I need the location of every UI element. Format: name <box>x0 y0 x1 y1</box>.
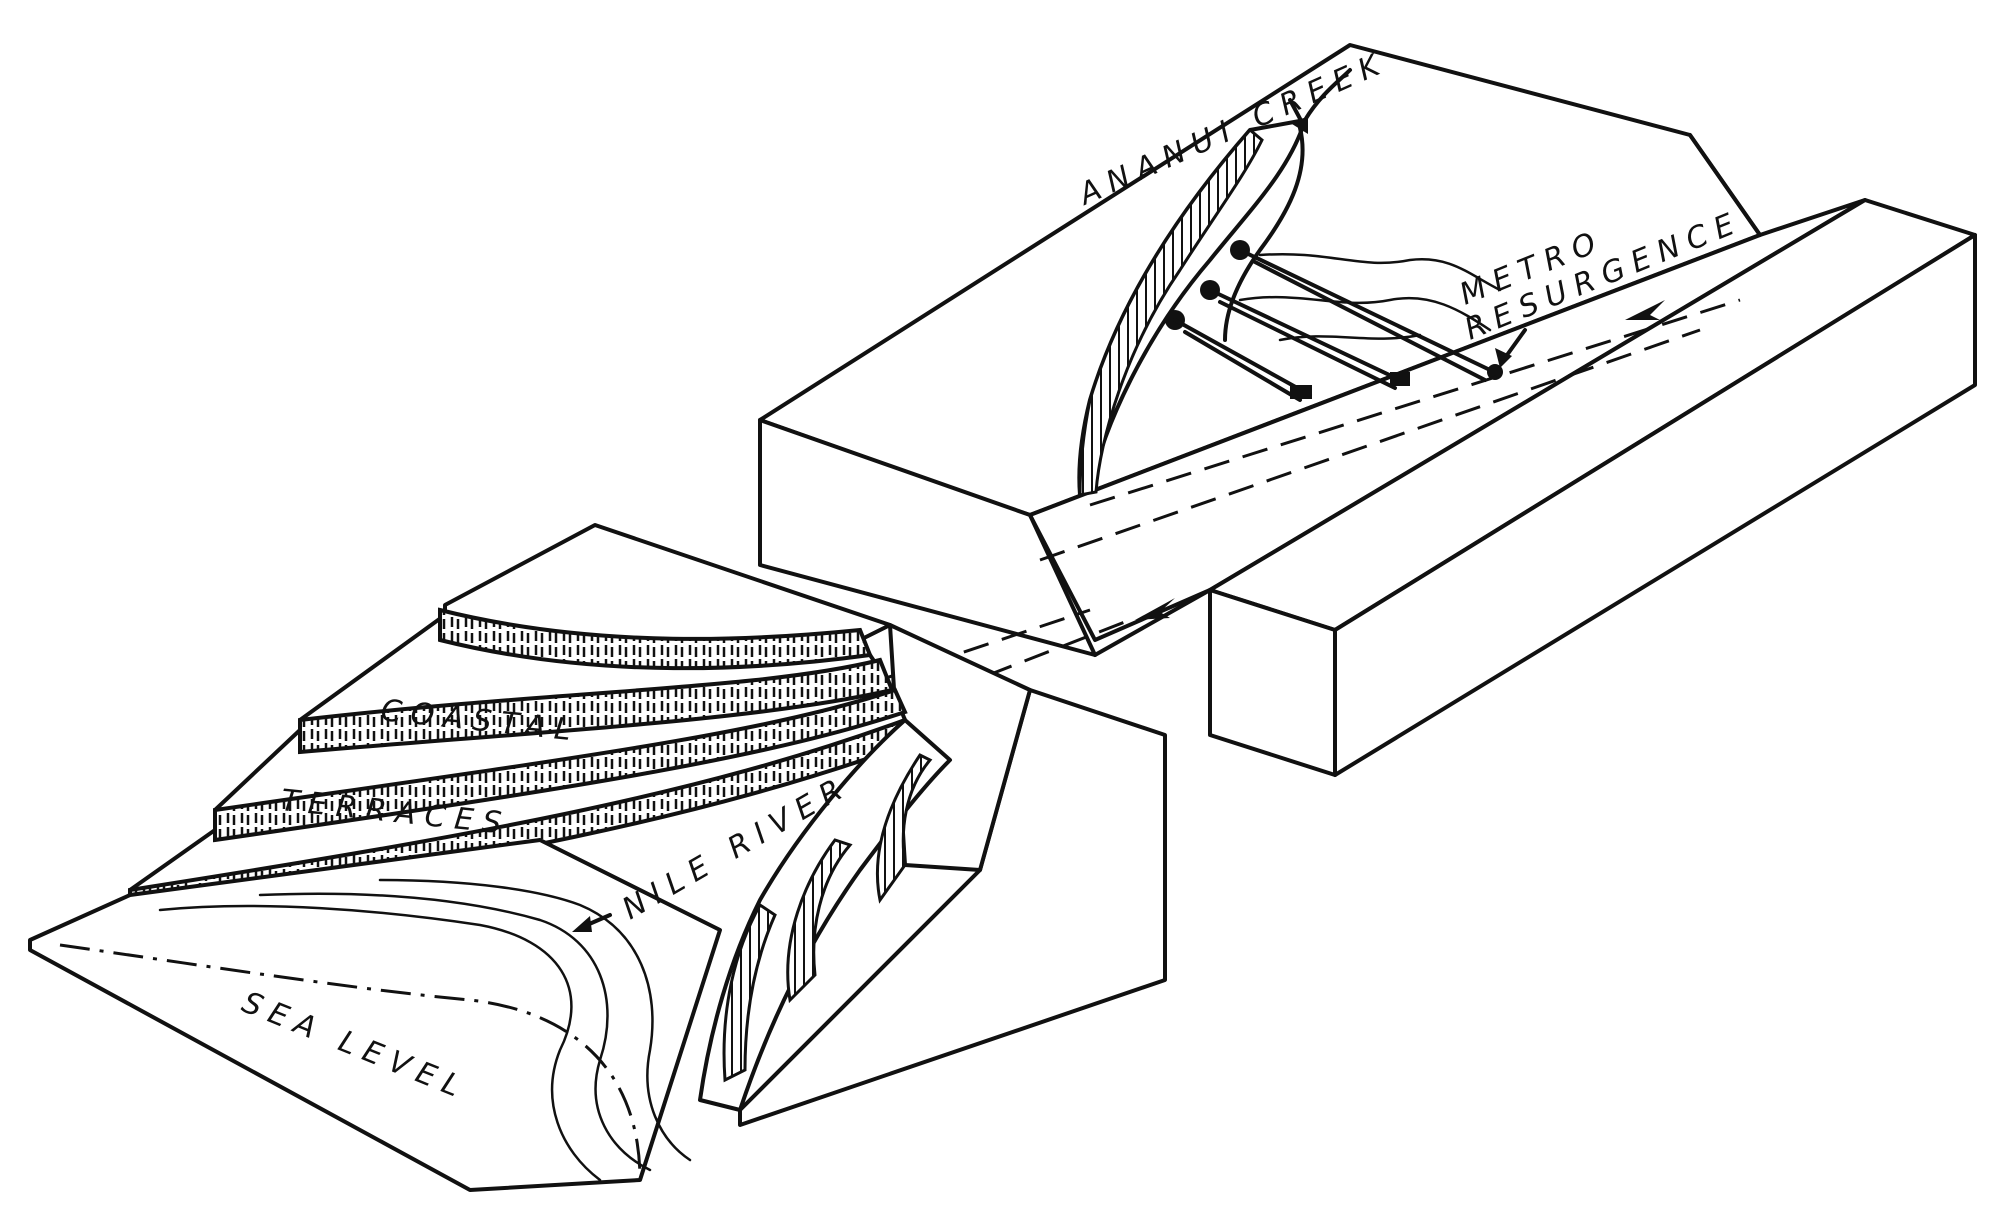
upland-block <box>758 43 1977 777</box>
resurgence-point <box>1487 364 1503 380</box>
flow-arrow <box>1135 598 1175 620</box>
lower-block-side <box>1333 233 1977 777</box>
flow-arrow <box>1625 300 1665 320</box>
sea-level-line <box>59 943 642 1181</box>
cave-passage <box>1173 248 1492 402</box>
coastal-plain <box>28 838 722 1192</box>
river-arrow <box>572 913 612 932</box>
creek-arrow <box>1288 98 1308 134</box>
cave-system <box>1165 240 1503 402</box>
terrace-scarp <box>438 607 873 671</box>
creek-bank <box>1223 68 1352 342</box>
cave-entrance <box>1390 372 1410 386</box>
cave-entrance <box>1290 385 1312 399</box>
resurgence-arrow <box>1495 328 1527 368</box>
valley-spur <box>875 753 933 904</box>
valley-spur <box>786 838 853 1004</box>
coastal-block <box>28 523 1167 1192</box>
valley-spur <box>722 902 777 1083</box>
cave-passage <box>1238 253 1502 342</box>
subsurface-line <box>849 298 1741 692</box>
terrace-scarp <box>213 687 908 843</box>
creek-gorge-wall <box>1078 127 1264 497</box>
contour-line <box>158 878 692 1182</box>
